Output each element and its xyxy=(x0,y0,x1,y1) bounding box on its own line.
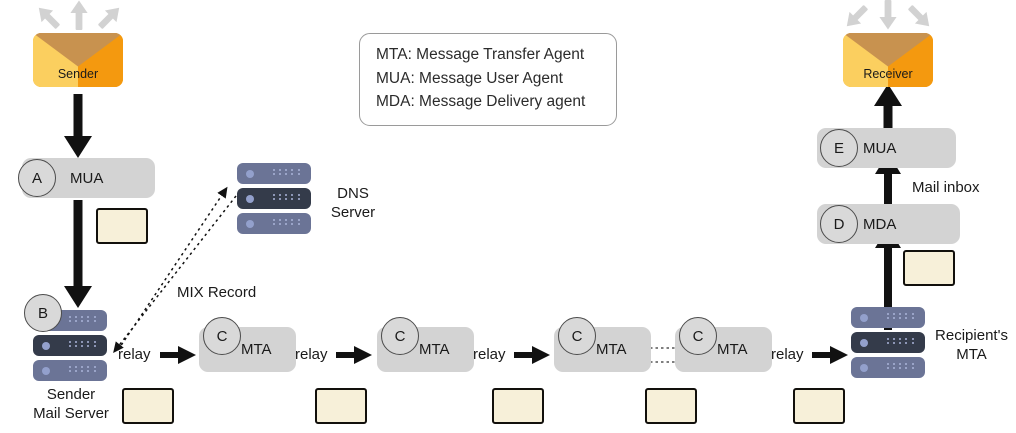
step-badge-c-1-text: C xyxy=(216,327,228,345)
receiver-mail-body xyxy=(843,33,933,87)
sender-mail-body xyxy=(33,33,123,87)
mail-inbox-label: Mail inbox xyxy=(912,179,980,196)
dns-server-label: DNS Server xyxy=(318,185,388,223)
relay-label-2: relay xyxy=(295,346,328,363)
recipient-mta-label-line2: MTA xyxy=(956,345,987,363)
arrow-relay-4 xyxy=(812,346,848,364)
receiver-mail-icon: Receiver xyxy=(843,33,933,87)
sender-mail-label: Sender xyxy=(57,67,99,81)
arrow-relay-1 xyxy=(160,346,196,364)
envelope-icon-mta-2 xyxy=(492,388,544,424)
step-badge-c-4-text: C xyxy=(692,327,704,345)
sender-outgoing-arrows-icon xyxy=(38,0,120,30)
step-badge-c-2-text: C xyxy=(394,327,406,345)
mta-label-3: MTA xyxy=(596,341,627,358)
acronym-legend: MTA: Message Transfer Agent MUA: Message… xyxy=(359,33,617,126)
arrow-mua-to-mailserver xyxy=(64,200,92,308)
receiver-incoming-arrows-icon xyxy=(846,0,930,30)
legend-line-mta: MTA: Message Transfer Agent xyxy=(376,46,585,63)
dns-server-label-line2: Server xyxy=(330,203,376,221)
step-badge-c-3: C xyxy=(558,317,596,355)
server-rack-top xyxy=(851,307,925,328)
receiver-mail-label: Receiver xyxy=(863,67,913,81)
relay-label-1: relay xyxy=(118,346,151,363)
envelope-icon-recipient-mda xyxy=(903,250,955,286)
arrow-relay-2 xyxy=(336,346,372,364)
server-rack-mid xyxy=(851,332,925,353)
envelope-body xyxy=(903,250,955,286)
sender-mail-server-label-line2: Mail Server xyxy=(33,404,109,422)
envelope-icon-before-recipient-mta xyxy=(793,388,845,424)
server-rack-top xyxy=(237,163,311,184)
relay-label-4: relay xyxy=(771,346,804,363)
recipient-mda-label: MDA xyxy=(863,215,897,233)
mta-label-1: MTA xyxy=(241,341,272,358)
envelope-icon-mta-1 xyxy=(315,388,367,424)
server-rack-mid xyxy=(33,335,107,356)
server-rack-bottom xyxy=(33,360,107,381)
mta-label-2: MTA xyxy=(419,341,450,358)
envelope-icon-mta-4 xyxy=(645,388,697,424)
envelope-body xyxy=(645,388,697,424)
mta-label-4: MTA xyxy=(717,341,748,358)
recipient-mua-label: MUA xyxy=(863,139,897,157)
legend-line-mda: MDA: Message Delivery agent xyxy=(376,93,586,111)
step-badge-b: B xyxy=(24,294,62,332)
envelope-icon-sender-mua xyxy=(96,208,148,244)
dotted-response-from-dns xyxy=(113,195,237,353)
step-badge-c-3-text: C xyxy=(571,327,583,345)
recipient-mta-label-line1: Recipient's xyxy=(935,327,1008,344)
dns-server-label-line1: DNS xyxy=(337,185,369,202)
relay-label-3: relay xyxy=(473,346,506,363)
envelope-body xyxy=(96,208,148,244)
step-badge-d: D xyxy=(820,205,858,243)
envelope-body xyxy=(315,388,367,424)
step-badge-b-text: B xyxy=(37,304,48,322)
envelope-body xyxy=(492,388,544,424)
arrow-sender-to-mua xyxy=(64,94,92,158)
sender-mua-label: MUA xyxy=(70,169,104,187)
mta-ellipsis-connector xyxy=(650,347,675,363)
mx-record-label: MIX Record xyxy=(177,284,257,301)
sender-mail-icon: Sender xyxy=(33,33,123,87)
dns-server-icon[interactable] xyxy=(237,163,311,235)
legend-line-mua: MUA: Message User Agent xyxy=(376,69,563,87)
arrow-mua-to-receiver xyxy=(874,84,902,128)
step-badge-a-text: A xyxy=(31,169,42,187)
recipient-mta-label: Recipient's MTA xyxy=(929,327,1014,365)
step-badge-c-1: C xyxy=(203,317,241,355)
server-rack-bottom xyxy=(851,357,925,378)
arrow-relay-3 xyxy=(514,346,550,364)
recipient-mta-server-icon[interactable] xyxy=(851,307,925,379)
server-rack-mid xyxy=(237,188,311,209)
server-rack-bottom xyxy=(237,213,311,234)
step-badge-a: A xyxy=(18,159,56,197)
envelope-body xyxy=(793,388,845,424)
step-badge-e: E xyxy=(820,129,858,167)
step-badge-e-text: E xyxy=(833,139,844,157)
step-badge-c-4: C xyxy=(679,317,717,355)
envelope-body xyxy=(122,388,174,424)
sender-mail-server-label-line1: Sender xyxy=(46,386,96,403)
sender-mail-server-label: Sender Mail Server xyxy=(8,386,134,424)
step-badge-d-text: D xyxy=(833,215,845,233)
envelope-icon-after-mailserver xyxy=(122,388,174,424)
step-badge-c-2: C xyxy=(381,317,419,355)
